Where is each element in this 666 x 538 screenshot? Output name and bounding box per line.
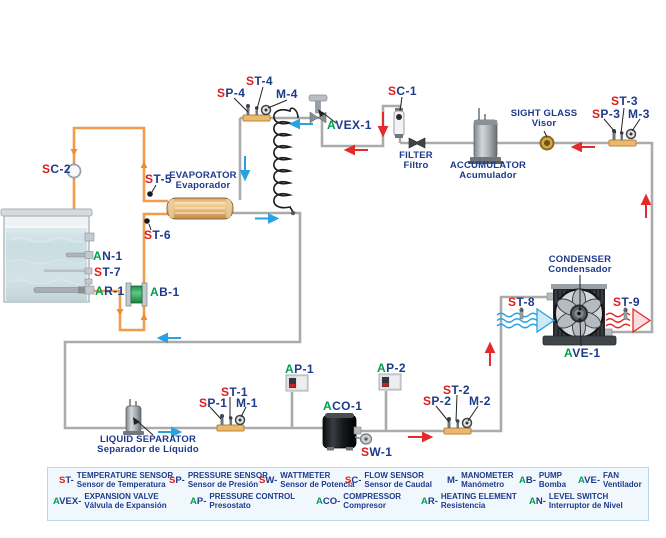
st6-probe: [144, 218, 150, 224]
st8-probe: [519, 310, 524, 320]
pipe-junction: [290, 210, 296, 216]
sensor-bar-3: [608, 128, 637, 147]
label-st3: ST-3: [611, 94, 638, 108]
label-st5: ST-5: [145, 172, 172, 186]
label-st9: ST-9: [613, 295, 640, 309]
pressure-switch-ap1: [285, 374, 309, 392]
label-ab1: AB-1: [150, 285, 180, 299]
water-flow-arrows: [70, 149, 148, 320]
leader-lines: [135, 86, 641, 436]
flow-sensor-sc2: [66, 162, 82, 180]
liquid-separator-shape: [123, 399, 144, 435]
label-st8: ST-8: [508, 295, 535, 309]
label-sp2: SP-2: [423, 394, 452, 408]
water-tank: [0, 208, 95, 303]
sensor-bar-4: [242, 104, 272, 122]
compressor-aco1: [322, 413, 362, 451]
temp-sensor-st7-rod: [44, 269, 86, 272]
label-m2: M-2: [469, 394, 491, 408]
pump-ab1: [125, 282, 148, 307]
flow-sensor-sc1: [393, 108, 405, 138]
sight-glass-shape: [539, 135, 555, 151]
st9-probe: [623, 310, 628, 320]
label-m1: M-1: [236, 396, 258, 410]
sensor-bar-2: [443, 417, 473, 435]
label-an1: AN-1: [93, 249, 123, 263]
label-aco1: ACO-1: [323, 399, 363, 413]
label-st2: ST-2: [443, 383, 470, 397]
leader-arrowheads: [133, 109, 582, 425]
label-sp1: SP-1: [199, 396, 228, 410]
level-switch-an1-rod: [65, 252, 87, 258]
refrigerant-flow-arrows-blue: [156, 118, 313, 438]
label-sp4: SP-4: [217, 86, 246, 100]
label-sc2: SC-2: [42, 162, 71, 176]
label-ar1: AR-1: [95, 284, 125, 298]
pressure-switch-ap2: [378, 373, 402, 391]
label-m4: M-4: [276, 87, 298, 101]
label-st4: ST-4: [246, 74, 273, 88]
label-sc1: SC-1: [388, 84, 417, 98]
air-out-arrow: [605, 307, 652, 334]
accumulator-shape: [468, 108, 503, 164]
expansion-coil: [273, 107, 299, 215]
wattmeter-sw1: [354, 433, 373, 445]
refrigerant-flow-arrows-red: [343, 112, 652, 443]
label-ap2: AP-2: [377, 361, 406, 375]
condenser-fan-unit: [542, 284, 617, 346]
label-sw1: SW-1: [361, 445, 393, 459]
filter-shape: [408, 137, 426, 149]
label-st6: ST-6: [144, 228, 171, 242]
air-in-arrow: [496, 307, 556, 334]
label-avex1: AVEX-1: [327, 118, 372, 132]
label-ap1: AP-1: [285, 362, 314, 376]
label-st1: ST-1: [221, 385, 248, 399]
evaporator-shape: [166, 197, 234, 220]
label-m3: M-3: [628, 107, 650, 121]
expansion-valve-avex1: [308, 94, 328, 124]
label-st7: ST-7: [94, 265, 121, 279]
label-sp3: SP-3: [592, 107, 621, 121]
label-ave1: AVE-1: [564, 346, 601, 360]
sensor-bar-1: [216, 414, 246, 432]
st5-probe: [147, 191, 153, 197]
